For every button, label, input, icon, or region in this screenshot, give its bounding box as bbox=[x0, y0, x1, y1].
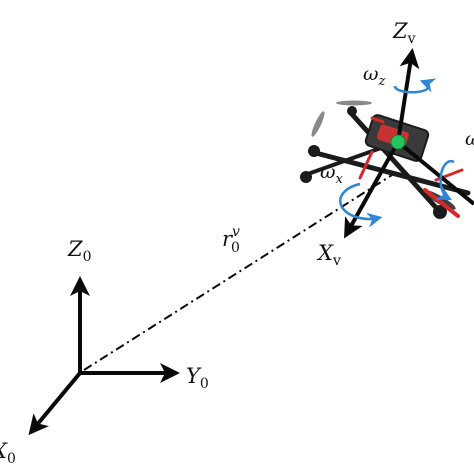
vehicle-z-label: Zv bbox=[392, 19, 416, 47]
omega-y-partial-label: ω bbox=[465, 128, 474, 150]
rotation-indicators: ωz ωx ω bbox=[320, 63, 474, 228]
drone-arm bbox=[347, 109, 443, 215]
omega-x-label: ωx bbox=[320, 161, 344, 187]
vehicle-frame: Zv Xv bbox=[316, 19, 474, 269]
vehicle-x-label: Xv bbox=[316, 241, 341, 269]
omega-z-label: ωz bbox=[363, 63, 386, 89]
world-x-label: X0 bbox=[0, 439, 16, 467]
quadcopter-drone-icon bbox=[300, 100, 471, 219]
position-vector: r0v bbox=[83, 174, 393, 371]
vehicle-x-axis bbox=[344, 141, 400, 239]
vehicle-center-dot bbox=[390, 134, 406, 150]
drone-motor bbox=[433, 205, 447, 219]
drone-leg bbox=[358, 150, 374, 180]
vehicle-y-axis-partial bbox=[396, 140, 474, 206]
world-x-axis bbox=[28, 371, 82, 436]
drone-motor bbox=[300, 171, 312, 183]
rotation-arrow-icon bbox=[435, 160, 455, 201]
drone-motor bbox=[308, 145, 320, 157]
rotation-arrow-icon bbox=[393, 78, 437, 94]
world-frame: Z0 Y0 X0 bbox=[0, 237, 209, 467]
drone-leg bbox=[370, 116, 385, 124]
world-z-label: Z0 bbox=[67, 237, 92, 265]
drone-motor bbox=[347, 106, 357, 116]
vehicle-z-axis bbox=[396, 48, 420, 143]
drone-propeller bbox=[311, 111, 325, 137]
rotation-arrow-icon bbox=[339, 182, 383, 228]
drone-propeller bbox=[336, 100, 372, 106]
world-y-label: Y0 bbox=[186, 364, 209, 392]
position-vector-line bbox=[83, 174, 393, 371]
drone-leg bbox=[423, 188, 460, 218]
position-vector-label: r0v bbox=[222, 224, 240, 256]
